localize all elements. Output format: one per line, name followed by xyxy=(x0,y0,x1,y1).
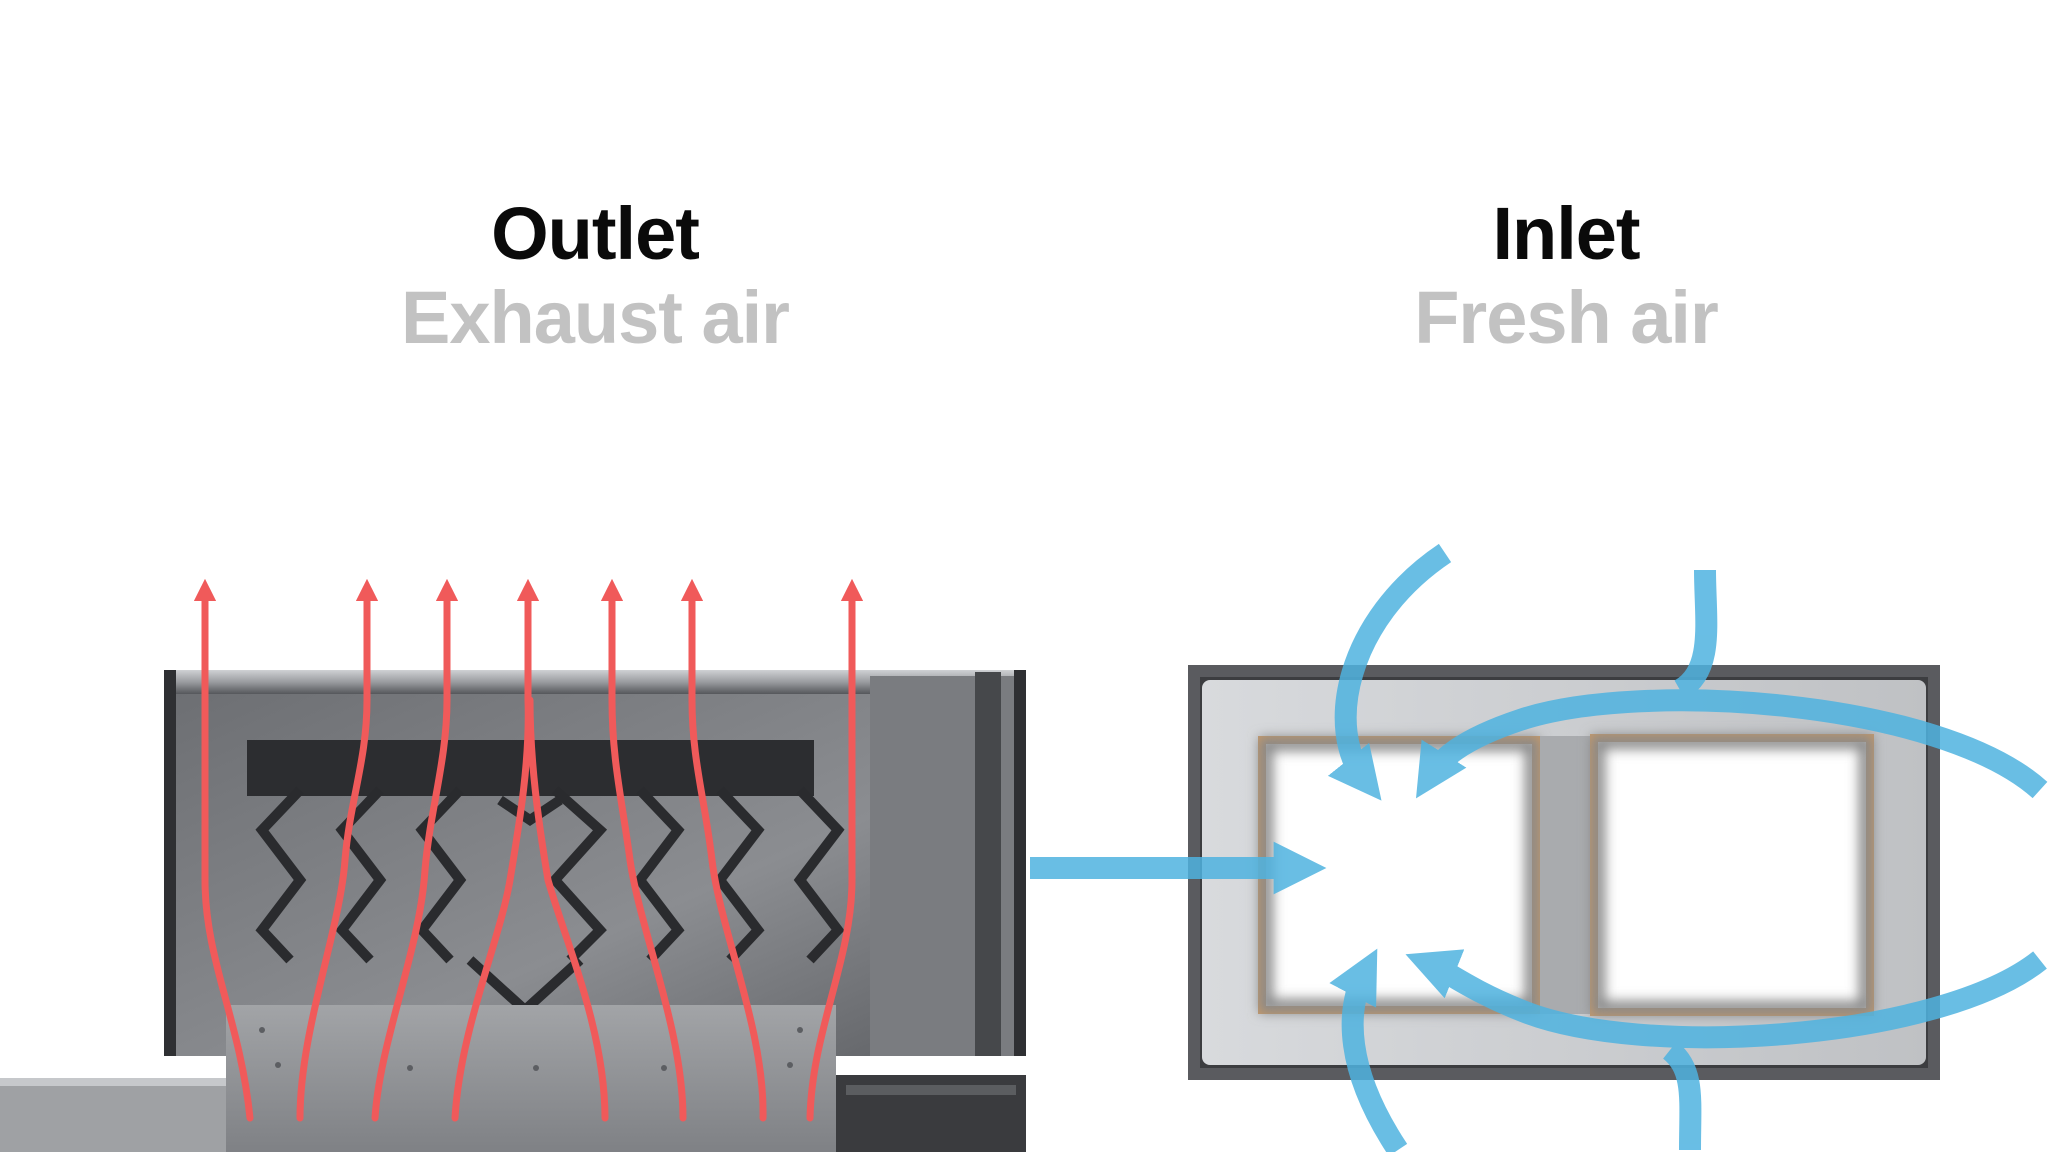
inlet-opening-right xyxy=(1598,742,1866,1008)
exhaust-arrow-7 xyxy=(806,578,864,1122)
fresh-arrow-bottom-left xyxy=(1329,948,1408,1152)
outlet-unit xyxy=(0,670,1026,1152)
inlet-title: Inlet xyxy=(1492,192,1640,275)
fresh-air-arrows xyxy=(1030,543,2048,1152)
inlet-opening-left xyxy=(1266,744,1532,1006)
outlet-subtitle: Exhaust air xyxy=(401,276,790,359)
outlet-label-group: Outlet Exhaust air xyxy=(245,192,945,360)
outlet-base xyxy=(226,1005,836,1152)
fresh-arrow-right-upper xyxy=(1416,689,2048,799)
outlet-side-duct xyxy=(0,1078,232,1152)
exhaust-arrows xyxy=(193,578,864,1122)
outlet-title: Outlet xyxy=(491,192,700,275)
fresh-arrow-top-left xyxy=(1327,543,1452,801)
fresh-arrow-right-lower xyxy=(1405,949,2047,1049)
inlet-subtitle: Fresh air xyxy=(1414,276,1719,359)
inlet-frame-teeth xyxy=(1188,665,1940,1080)
inlet-label-group: Inlet Fresh air xyxy=(1216,192,1916,360)
exhaust-arrow-2 xyxy=(296,578,379,1122)
exhaust-arrow-4 xyxy=(451,578,540,1122)
exhaust-arrow-6 xyxy=(680,578,767,1122)
exhaust-arrow-1 xyxy=(193,578,254,1122)
exhaust-arrow-5 xyxy=(600,578,687,1122)
exhaust-arrow-3 xyxy=(371,578,459,1122)
